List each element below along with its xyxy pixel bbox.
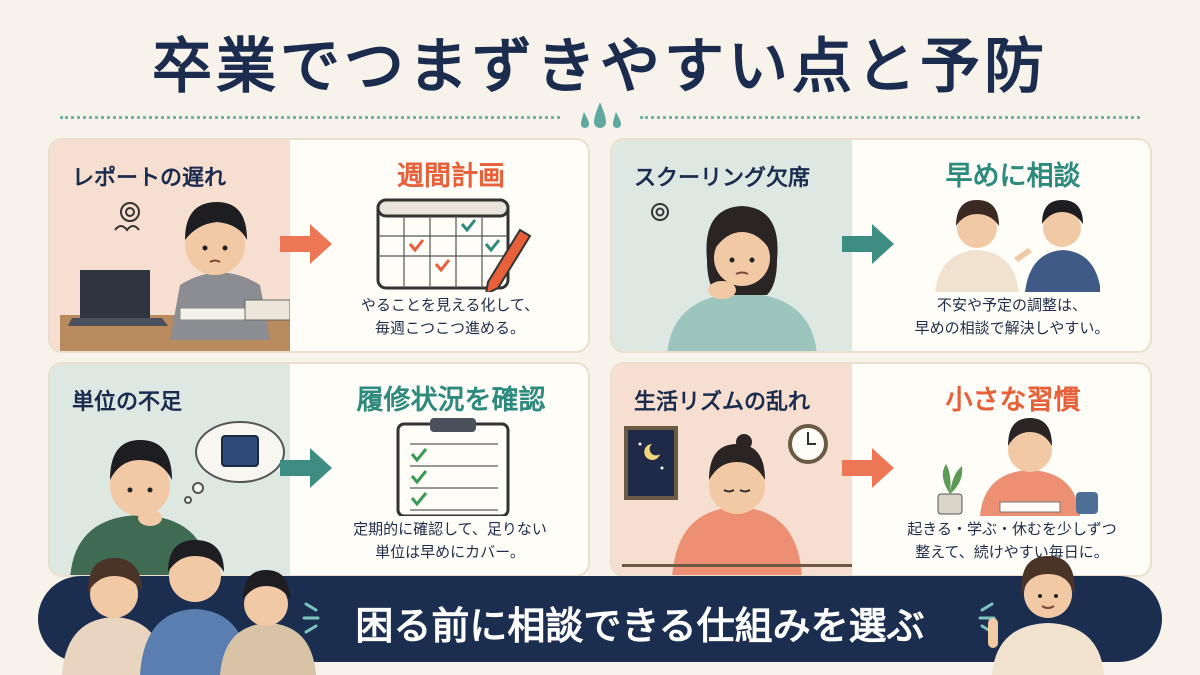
description-line: 不安や予定の調整は、 [936, 296, 1087, 314]
problem-label: レポートの遅れ [72, 166, 227, 191]
advisor-illustration [988, 556, 1104, 675]
solution-label: 小さな習慣 [945, 385, 1081, 416]
card-life-rhythm: 生活リズムの乱れ 小さな習慣 起きる・学ぶ・休むを少しずつ 整えて、続けやすい毎… [610, 362, 1152, 577]
student-laptop-illustration [60, 202, 290, 351]
solution-label: 早めに相談 [945, 161, 1081, 192]
arrow-right-icon [280, 224, 332, 264]
page-title: 卒業でつまずきやすい点と予防 [152, 32, 1048, 102]
solution-label: 週間計画 [397, 161, 505, 192]
description-line: 単位は早めにカバー。 [375, 543, 525, 561]
arrow-right-icon [842, 448, 894, 488]
title-divider-left [60, 116, 560, 119]
solution-description: やることを見える化して、 毎週こつこつ進める。 [308, 294, 588, 340]
water-drops-icon [581, 102, 621, 128]
description-line: 起きる・学ぶ・休むを少しずつ [907, 520, 1117, 538]
clipboard-checklist-icon [396, 418, 510, 516]
studying-habit-illustration [937, 418, 1098, 516]
arrow-right-icon [280, 448, 332, 488]
description-line: 早めの相談で解決しやすい。 [914, 319, 1110, 337]
description-line: やることを見える化して、 [360, 296, 540, 314]
description-line: 毎週こつこつ進める。 [374, 319, 525, 337]
worried-student-illustration [651, 203, 817, 351]
card-report-delay: レポートの遅れ 週間計画 やることを見える化して、 毎週 [48, 138, 590, 353]
problem-label: 単位の不足 [72, 390, 183, 415]
family-illustration [62, 540, 316, 675]
sleepy-student-illustration [622, 424, 852, 575]
solution-description: 不安や予定の調整は、 早めの相談で解決しやすい。 [870, 294, 1150, 340]
calendar-icon [376, 198, 532, 292]
arrow-right-icon [842, 224, 894, 264]
title-divider-right [640, 116, 1140, 119]
card-schooling-absence: スクーリング欠席 早めに相談 不安や予定の調整は、 早めの相談で解決しやすい。 [610, 138, 1152, 353]
solution-description: 定期的に確認して、足りない 単位は早めにカバー。 [308, 518, 588, 564]
description-line: 整えて、続けやすい毎日に。 [915, 543, 1109, 561]
problem-label: 生活リズムの乱れ [634, 390, 811, 415]
card-credit-shortage: 単位の不足 履修状況を確認 定期的に確認して、足りない 単位は早めにカバー。 [48, 362, 590, 577]
consultation-illustration [935, 200, 1100, 292]
solution-label: 履修状況を確認 [356, 385, 546, 416]
sparkle-lines-icon [302, 602, 320, 634]
description-line: 定期的に確認して、足りない [353, 520, 547, 538]
banner-message: 困る前に相談できる仕組みを選ぶ [355, 604, 925, 648]
problem-label: スクーリング欠席 [634, 166, 811, 191]
solution-description: 起きる・学ぶ・休むを少しずつ 整えて、続けやすい毎日に。 [870, 518, 1150, 564]
